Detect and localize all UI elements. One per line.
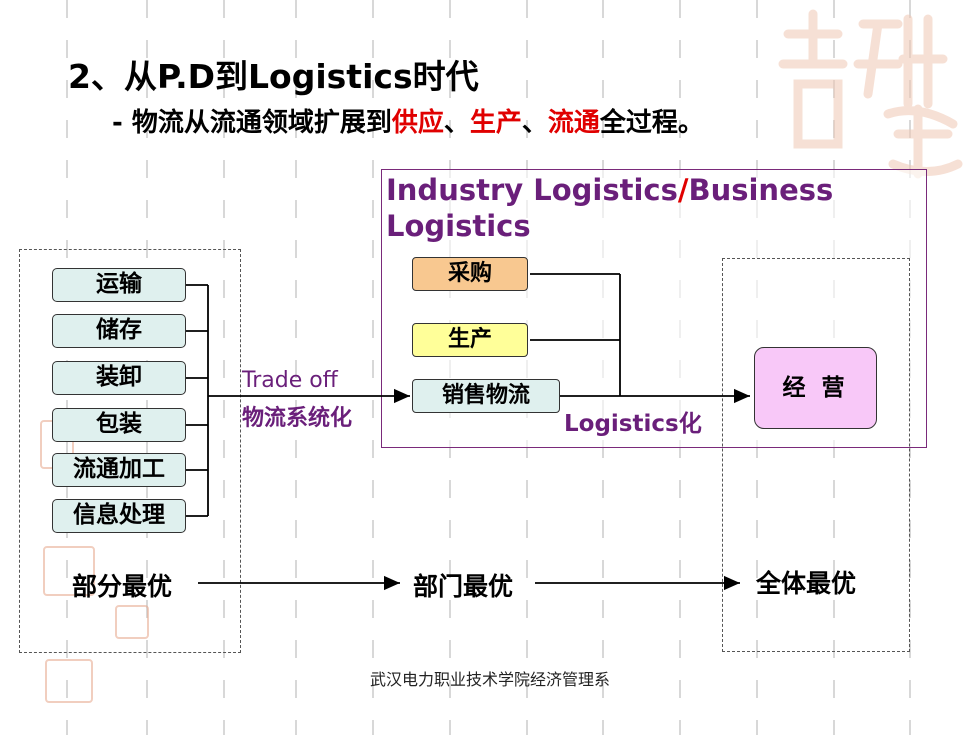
production-box: 生产 xyxy=(412,323,528,357)
function-box-handling: 装卸 xyxy=(52,361,186,395)
procurement-box: 采购 xyxy=(412,257,528,291)
seal-logo-small xyxy=(45,659,93,703)
overall-optimum-label: 全体最优 xyxy=(756,569,857,598)
function-box-transport: 运输 xyxy=(52,268,186,302)
subtitle-suffix: 全过程。 xyxy=(599,108,704,138)
operation-box: 经 营 xyxy=(754,347,877,429)
subtitle-separator: 、 xyxy=(443,108,470,138)
footer-text: 武汉电力职业技术学院经济管理系 xyxy=(369,670,610,689)
seal-logo-small xyxy=(43,546,95,596)
industry-title-part-2: Business Logistics xyxy=(386,173,834,243)
logistics-ization-label: Logistics化 xyxy=(564,411,702,437)
sales-logistics-box: 销售物流 xyxy=(412,379,560,413)
department-optimum-label: 部门最优 xyxy=(413,572,514,601)
subtitle-separator: 、 xyxy=(521,108,548,138)
page-subtitle: - 物流从流通领域扩展到供应、生产、流通全过程。 xyxy=(112,102,704,139)
industry-title-slash: / xyxy=(677,173,689,207)
function-box-information: 信息处理 xyxy=(52,499,186,533)
subtitle-highlight-supply: 供应 xyxy=(391,108,444,138)
partial-optimization-region xyxy=(19,249,241,653)
function-box-processing: 流通加工 xyxy=(52,453,186,487)
overall-optimization-region xyxy=(722,258,910,652)
seal-logo-large xyxy=(768,4,968,184)
industry-title-part-1: Industry Logistics xyxy=(386,173,678,207)
function-box-packaging: 包装 xyxy=(52,408,186,442)
subtitle-prefix: - 物流从流通领域扩展到 xyxy=(112,108,392,138)
seal-logo-small xyxy=(115,605,149,639)
trade-off-label: Trade off xyxy=(242,368,338,393)
subtitle-highlight-production: 生产 xyxy=(469,108,522,138)
partial-optimum-label: 部分最优 xyxy=(72,572,173,601)
function-box-storage: 储存 xyxy=(52,314,186,348)
page-title: 2、从P.D到Logistics时代 xyxy=(68,57,479,96)
subtitle-highlight-distribution: 流通 xyxy=(547,108,600,138)
logistics-systemization-label: 物流系统化 xyxy=(242,406,353,431)
industry-logistics-title: Industry Logistics/Business Logistics xyxy=(386,172,906,244)
